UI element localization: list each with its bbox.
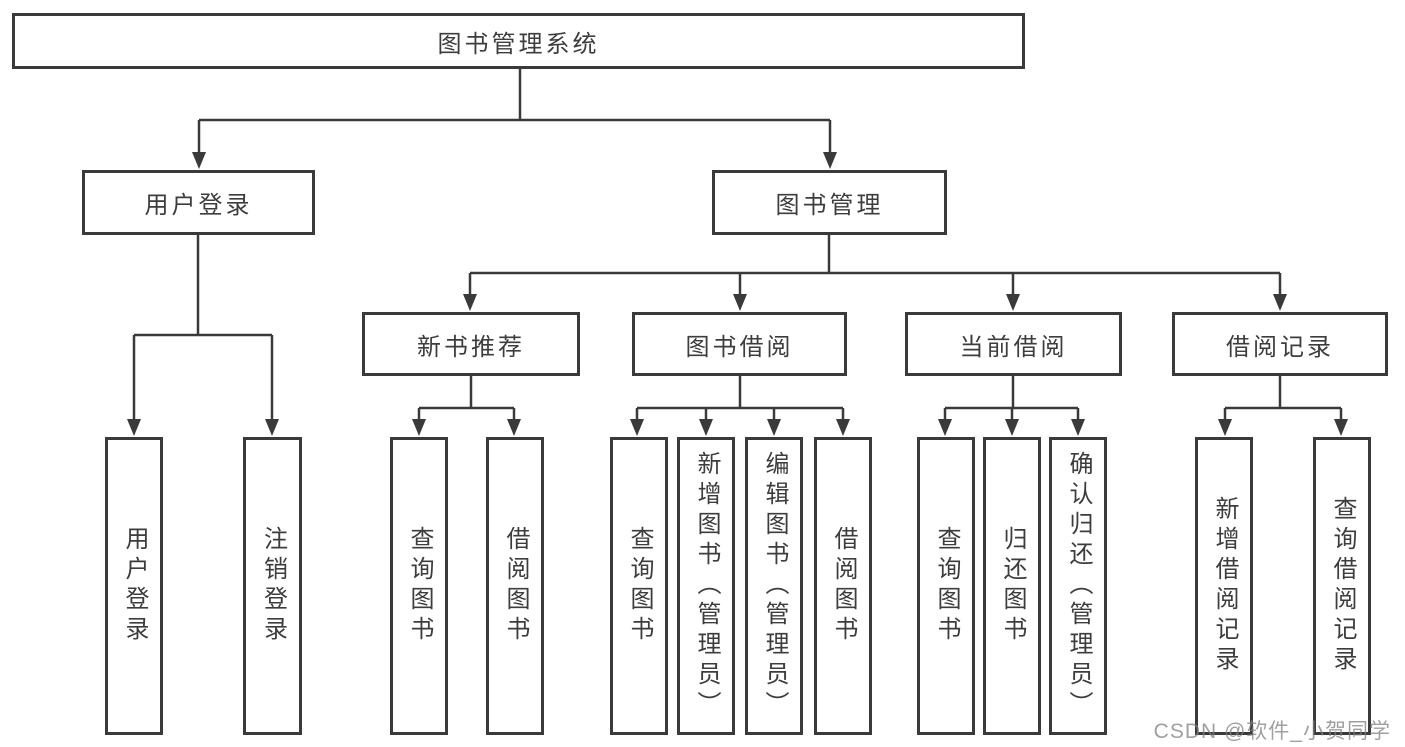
connector-book-borrow-to-leaves — [635, 376, 845, 422]
leaf-borrow-query: 查询图书 — [610, 437, 668, 735]
leaf-newbook-query: 查询图书 — [390, 437, 448, 735]
node-user-login-label: 用户登录 — [144, 192, 253, 219]
node-new-book-rec: 新书推荐 — [362, 312, 580, 376]
node-user-login: 用户登录 — [82, 170, 315, 235]
arrowheads — [127, 152, 1348, 436]
node-borrow-record-label: 借阅记录 — [1226, 333, 1334, 361]
csdn-watermark: CSDN @软件_小贺同学 — [1153, 720, 1391, 743]
leaf-borrow-add: 新增图书（管理员） — [677, 437, 735, 735]
connector-book-mgmt-to-level3 — [468, 235, 1282, 297]
leaf-user-login: 用户登录 — [105, 437, 163, 735]
node-current-borrow-label: 当前借阅 — [959, 333, 1068, 361]
leaf-logout: 注销登录 — [243, 437, 302, 735]
connector-borrow-record-to-leaves — [1223, 376, 1343, 422]
node-root: 图书管理系统 — [12, 13, 1025, 69]
node-book-borrow: 图书借阅 — [632, 312, 847, 376]
node-new-book-rec-label: 新书推荐 — [417, 333, 525, 361]
leaf-record-query: 查询借阅记录 — [1313, 437, 1371, 735]
node-book-borrow-label: 图书借阅 — [685, 333, 794, 361]
node-borrow-record: 借阅记录 — [1172, 312, 1388, 376]
connector-current-borrow-to-leaves — [943, 376, 1080, 422]
leaf-current-return: 归还图书 — [983, 437, 1041, 735]
leaf-borrow-edit: 编辑图书（管理员） — [745, 437, 803, 735]
connector-user-login-to-leaves — [132, 235, 274, 421]
leaf-borrow-borrow: 借阅图书 — [814, 437, 872, 735]
node-book-mgmt-label: 图书管理 — [775, 192, 884, 219]
node-book-mgmt: 图书管理 — [712, 170, 947, 235]
leaf-current-confirm-return: 确认归还（管理员） — [1049, 437, 1107, 735]
connector-new-book-rec-to-leaves — [417, 376, 516, 422]
leaf-record-add: 新增借阅记录 — [1195, 437, 1253, 735]
node-root-label: 图书管理系统 — [437, 30, 600, 58]
leaf-current-query: 查询图书 — [917, 437, 975, 735]
leaf-newbook-borrow: 借阅图书 — [486, 437, 544, 735]
node-current-borrow: 当前借阅 — [905, 312, 1122, 376]
connector-root-to-level2 — [197, 69, 832, 154]
